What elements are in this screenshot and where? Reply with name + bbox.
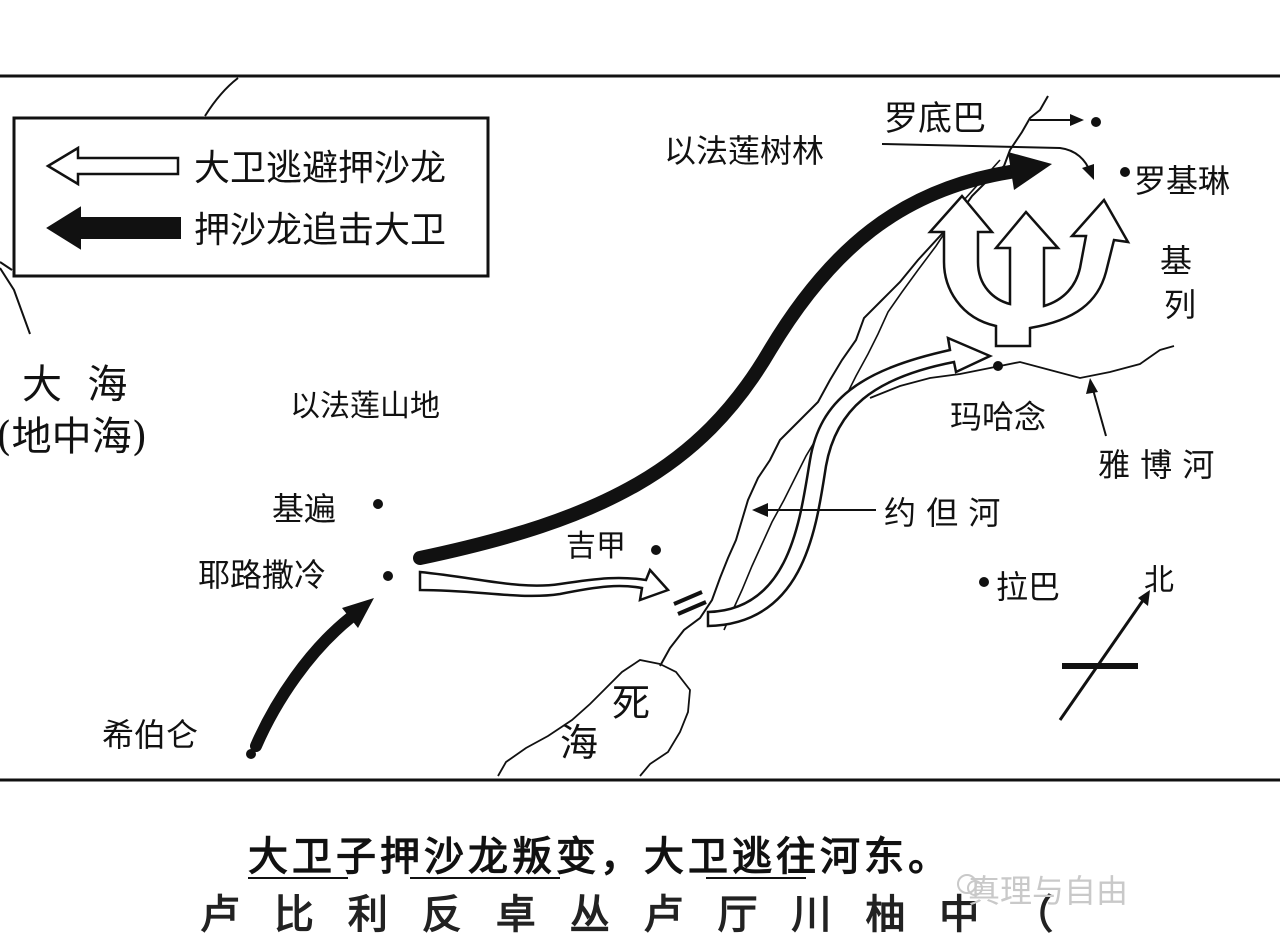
rogelim-dot bbox=[1120, 167, 1130, 177]
map-frame bbox=[0, 74, 1280, 782]
label-jordan: 约 但 河 bbox=[884, 494, 1000, 532]
dead-sea-east-shore bbox=[639, 663, 691, 777]
label-jerusalem: 耶路撒冷 bbox=[198, 556, 326, 594]
forest-pointer bbox=[881, 143, 1091, 173]
lodebar-dot bbox=[1091, 117, 1101, 127]
watermark: 真理与自由 bbox=[968, 872, 1129, 910]
jerusalem-dot bbox=[383, 571, 393, 581]
caption-underlines bbox=[248, 877, 806, 879]
label-north: 北 bbox=[1144, 563, 1174, 598]
north-arrow-icon bbox=[1058, 595, 1148, 721]
rabbah-dot bbox=[979, 577, 989, 587]
label-gilead-2: 列 bbox=[1164, 286, 1196, 324]
biblical-map: 大卫逃避押沙龙 押沙龙追击大卫 以法莲树林 罗底巴 罗基琳 基 列 大 海 (地… bbox=[0, 74, 1280, 782]
label-gilead-1: 基 bbox=[1160, 242, 1192, 280]
label-mahanaim: 玛哈念 bbox=[950, 398, 1046, 436]
label-dead-sea-1: 死 bbox=[612, 681, 650, 725]
legend-flee-label: 大卫逃避押沙龙 bbox=[194, 148, 446, 189]
hollow-arrow-icon bbox=[45, 145, 180, 187]
hebron-route bbox=[250, 612, 356, 752]
dead-sea-west-shore bbox=[497, 659, 661, 777]
jabbok-river bbox=[869, 345, 1175, 399]
label-ephraim-hills: 以法莲山地 bbox=[290, 389, 440, 424]
label-rogelim: 罗基琳 bbox=[1134, 162, 1230, 200]
coastline bbox=[204, 77, 239, 117]
coast-left bbox=[0, 267, 31, 335]
solid-arrow-icon bbox=[46, 206, 181, 250]
gilgal-dot bbox=[651, 545, 661, 555]
label-gilgal: 吉甲 bbox=[566, 529, 626, 564]
pursuit-route bbox=[413, 165, 1017, 565]
flight-route-west bbox=[418, 567, 671, 602]
label-lodebar: 罗底巴 bbox=[884, 99, 986, 139]
flight-route-east bbox=[706, 335, 994, 628]
mahanaim-dot bbox=[993, 361, 1003, 371]
label-gibeon: 基遍 bbox=[272, 490, 336, 528]
label-great-sea: 大 海 bbox=[22, 362, 127, 408]
watermark-logo-icon bbox=[957, 874, 983, 896]
caption-line-2: 卢 比 利 反 卓 丛 卢 厅 川 柚 中 （ bbox=[200, 891, 1064, 938]
label-hebron: 希伯仑 bbox=[102, 716, 198, 754]
label-rabbah: 拉巴 bbox=[996, 568, 1060, 606]
trident-arrows bbox=[927, 194, 1131, 348]
label-jabbok: 雅 博 河 bbox=[1098, 446, 1214, 484]
jabbok-pointer bbox=[1091, 385, 1107, 437]
legend-box bbox=[12, 116, 490, 278]
arrowhead-pursuit bbox=[1008, 152, 1052, 190]
label-dead-sea-2: 海 bbox=[560, 721, 598, 765]
gibeon-dot bbox=[373, 499, 383, 509]
hebron-dot bbox=[246, 749, 256, 759]
legend-pursue-label: 押沙龙追击大卫 bbox=[194, 210, 446, 251]
caption-line-1: 大卫子押沙龙叛变，大卫逃往河东。 bbox=[248, 833, 952, 880]
label-ephraim-forest: 以法莲树林 bbox=[664, 132, 824, 170]
crossing-mark bbox=[673, 590, 703, 606]
arrowhead-hebron bbox=[342, 598, 374, 628]
label-mediterranean: (地中海) bbox=[0, 414, 147, 460]
